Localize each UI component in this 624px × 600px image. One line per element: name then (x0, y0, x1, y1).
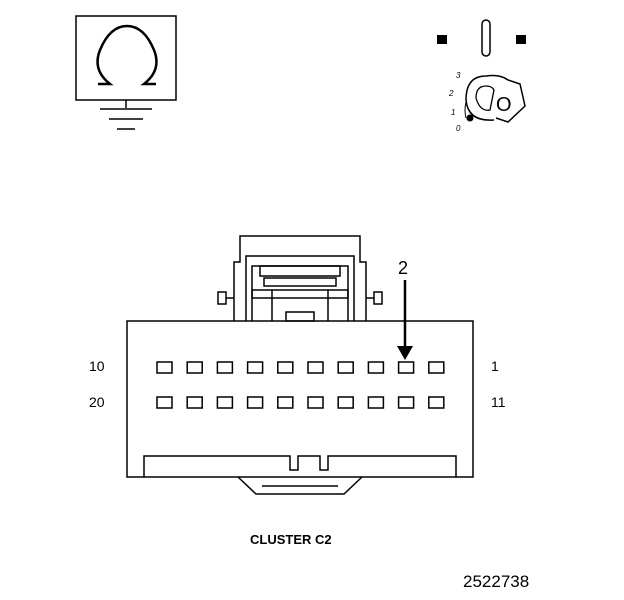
latch-ear-right (373, 291, 383, 305)
key-arc (464, 101, 467, 119)
connector-lower-tab (237, 476, 363, 495)
pin-cavity-2 (397, 361, 415, 374)
latch-bar-1 (259, 265, 341, 277)
pin-cavity-12 (397, 396, 415, 409)
key-bow-hole (475, 85, 495, 111)
key-position-0: 0 (456, 124, 461, 133)
pin-cavity-8 (216, 361, 234, 374)
pin-cavity-14 (337, 396, 354, 409)
ignition-dot-left (437, 35, 447, 44)
ohm-symbol-icon (96, 24, 158, 86)
key-head (465, 74, 526, 123)
pin-cavity-11 (428, 396, 445, 409)
key-face-label: O (496, 94, 512, 116)
key-position-2: 2 (449, 89, 454, 98)
key-position-1: 1 (451, 108, 456, 117)
connector-body (126, 235, 474, 495)
arrow-head (397, 346, 413, 360)
pin-cavity-19 (186, 396, 203, 409)
connector-housing (126, 320, 474, 478)
ignition-slot (481, 19, 491, 57)
figure-id: 2522738 (463, 572, 530, 591)
pin-cavity-15 (307, 396, 324, 409)
latch-release-tab (285, 311, 315, 322)
latch-bar-3 (251, 289, 349, 299)
pin-cavity-16 (277, 396, 294, 409)
arrow-label: 2 (398, 258, 409, 278)
pin-cavity-10 (156, 361, 173, 374)
latch-bar-2 (263, 277, 337, 287)
ignition-key-icon (437, 19, 526, 123)
ohmmeter-ground-icon (75, 15, 177, 130)
pin-cavities (156, 361, 445, 409)
latch-ear-left (217, 291, 227, 305)
ignition-dot-right (516, 35, 526, 44)
pin-cavity-17 (246, 396, 264, 409)
arrow-down-icon (397, 280, 413, 360)
connector-caption: CLUSTER C2 (250, 532, 332, 547)
key-position-marker (466, 114, 474, 122)
pin-cavity-6 (277, 361, 294, 374)
pin-cavity-13 (367, 396, 385, 409)
key-position-3: 3 (456, 71, 461, 80)
pin-cavity-20 (156, 396, 173, 409)
latch-outer (233, 235, 367, 321)
pin-cavity-5 (307, 361, 324, 374)
pin-cavity-18 (216, 396, 234, 409)
pin-label-bottom-right: 11 (491, 394, 506, 410)
pin-cavity-3 (367, 361, 385, 374)
pin-label-bottom-left: 20 (89, 394, 105, 410)
pin-label-top-left: 10 (89, 358, 105, 374)
pin-cavity-1 (428, 361, 445, 374)
pin-cavity-9 (186, 361, 203, 374)
pin-cavity-7 (246, 361, 264, 374)
pin-cavity-4 (337, 361, 354, 374)
latch-posts (271, 290, 329, 321)
ohmmeter-box (75, 15, 177, 101)
pin-label-top-right: 1 (491, 358, 499, 374)
latch-inner (245, 255, 355, 321)
connector-bottom-key (143, 455, 457, 477)
